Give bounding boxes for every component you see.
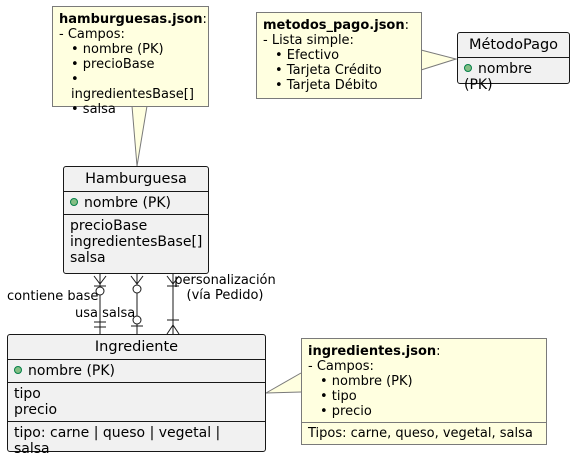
entity-field: precioBase (70, 218, 148, 234)
note-metodos-pago: metodos_pago.json: - Lista simple: • Efe… (256, 12, 422, 99)
note-footer: Tipos: carne, queso, vegetal, salsa (302, 422, 546, 441)
entity-footer: tipo: carne | queso | vegetal | salsa (8, 421, 265, 460)
entity-metodo-pago[interactable]: MétodoPago nombre (PK) (457, 32, 570, 93)
entity-ingrediente[interactable]: Ingrediente nombre (PK) tipo precio tipo… (7, 334, 266, 457)
entity-title: MétodoPago (458, 33, 569, 58)
note-item: • nombre (PK) (71, 42, 164, 57)
relation-label-personalizacion: personalización (vía Pedido) (172, 273, 278, 303)
entity-hamburguesa[interactable]: Hamburguesa nombre (PK) precioBase ingre… (63, 166, 209, 274)
relation-label-line: personalización (174, 273, 276, 288)
primary-key-icon (70, 198, 78, 206)
note-filename: hamburguesas.json (59, 12, 203, 27)
note-item: • precioBase (71, 57, 155, 72)
entity-title: Ingrediente (8, 335, 265, 360)
relation-label-usa: usa salsa (75, 306, 136, 321)
entity-field: salsa (70, 250, 106, 266)
note-item: • Tarjeta Crédito (275, 63, 382, 78)
note-item: • precio (320, 404, 372, 419)
primary-key-icon (14, 366, 22, 374)
note-hamburguesas: hamburguesas.json: - Campos: • nombre (P… (52, 6, 209, 117)
note-item: • Efectivo (275, 48, 340, 63)
note-item: • Tarjeta Débito (275, 78, 378, 93)
note-item: • ingredientesBase[] (71, 72, 194, 102)
note-ingredientes: ingredientes.json: - Campos: • nombre (P… (301, 338, 547, 445)
relation-personalizacion (166, 274, 180, 335)
note-connector-ingredientes (265, 372, 302, 394)
entity-pk: nombre (PK) (28, 363, 116, 379)
entity-title: Hamburguesa (64, 167, 208, 192)
entity-field: ingredientesBase[] (70, 234, 203, 250)
note-filename: ingredientes.json (308, 344, 437, 359)
entity-field: precio (14, 402, 58, 418)
relation-contiene-base (93, 274, 107, 334)
relation-label-contiene: contiene base (7, 289, 99, 304)
primary-key-icon (464, 64, 472, 72)
note-item: • nombre (PK) (320, 374, 413, 389)
note-connector-metodos (420, 49, 458, 71)
note-line: - Lista simple: (263, 33, 354, 48)
relation-usa-salsa (130, 274, 144, 334)
note-item: • salsa (71, 102, 116, 117)
note-line: - Campos: (308, 359, 374, 374)
entity-field: tipo (14, 386, 41, 402)
entity-pk: nombre (PK) (84, 195, 172, 211)
entity-pk: nombre (PK) (464, 61, 533, 93)
note-item: • tipo (320, 389, 357, 404)
note-line: - Campos: (59, 27, 125, 42)
note-filename: metodos_pago.json (263, 18, 405, 33)
relation-label-line: (vía Pedido) (186, 288, 264, 303)
